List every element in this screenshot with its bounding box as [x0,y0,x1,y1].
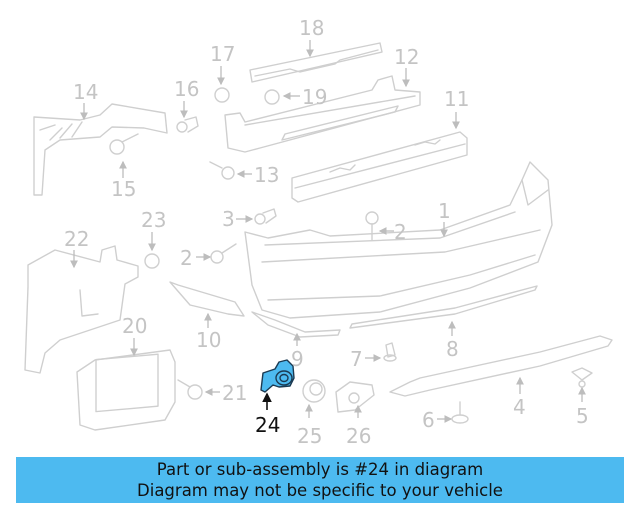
callout-24-highlighted[interactable]: 24 [255,413,280,437]
leader-lines [70,40,586,423]
part-14-side-bracket [33,103,168,196]
part-23-nut [144,253,160,269]
part-15-bolt [109,133,139,155]
callout-14: 14 [73,80,98,104]
part-26-sensor-bracket [335,381,375,413]
callout-2-upper: 2 [394,220,407,244]
part-6-screw [451,401,469,424]
banner-disclaimer: Diagram may not be specific to your vehi… [137,481,503,500]
part-19-nut [264,89,280,105]
part-8-lower-molding [349,285,538,329]
part-13-bolt [209,161,235,180]
part-5-clip [571,367,593,388]
part-2-screw-upper [365,211,379,241]
part-24-parking-sensor[interactable] [260,359,295,393]
part-12-reinforcement-beam [224,75,421,153]
part-22-bracket [24,245,139,374]
callout-4: 4 [513,395,526,419]
callout-9: 9 [291,347,304,371]
callout-3: 3 [222,207,235,231]
info-banner: Part or sub-assembly is #24 in diagram D… [16,457,624,503]
callout-12: 12 [394,45,419,69]
callout-22: 22 [64,227,89,251]
callout-26: 26 [346,424,371,448]
part-17-nut [214,87,230,103]
callout-13: 13 [254,163,279,187]
callout-8: 8 [446,337,459,361]
part-20-control-module [76,349,176,431]
part-2-screw-lower [210,243,237,264]
callout-2-lower: 2 [180,246,193,270]
part-25-grommet [302,379,326,403]
part-18-absorber-strip [249,42,383,83]
part-10-reflector-trim [169,281,245,317]
callout-23: 23 [141,208,166,232]
part-3-clip [254,208,277,225]
part-4-diffuser [389,335,613,397]
part-7-clip [383,342,397,362]
callout-25: 25 [297,424,322,448]
callout-17: 17 [210,42,235,66]
callout-7: 7 [350,347,363,371]
callout-15: 15 [111,177,136,201]
callout-11: 11 [444,87,469,111]
callout-20: 20 [122,314,147,338]
callout-10: 10 [196,328,221,352]
parts-diagram: 1 2 2 3 4 5 6 7 8 9 10 11 12 13 14 15 16… [24,16,613,448]
callout-19: 19 [302,85,327,109]
banner-part-note: Part or sub-assembly is #24 in diagram [156,460,484,479]
callout-18: 18 [299,16,324,40]
part-1-bumper-cover [244,161,553,319]
callout-labels: 1 2 2 3 4 5 6 7 8 9 10 11 12 13 14 15 16… [64,16,589,448]
callout-1: 1 [438,199,451,223]
callout-6: 6 [422,408,435,432]
part-9-lower-trim [251,311,341,338]
part-21-bolt [177,379,203,400]
callout-21: 21 [222,381,247,405]
callout-5: 5 [576,404,589,428]
callout-16: 16 [174,77,199,101]
part-16-clip [176,116,199,133]
part-11-impact-absorber [291,131,468,203]
